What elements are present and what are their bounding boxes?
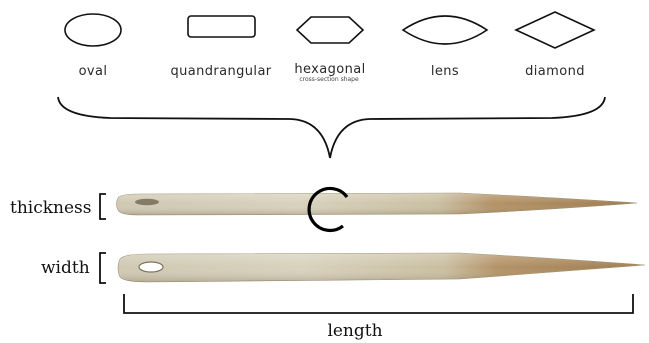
- shape-lens: lens: [403, 16, 487, 79]
- length-label: length: [327, 321, 382, 341]
- needle-eye-upper: [135, 199, 159, 205]
- shape-label-hexagonal: hexagonal: [294, 62, 365, 77]
- hexagonal-shape-icon: [297, 17, 363, 43]
- shape-label-quadrangular: quandrangular: [170, 64, 271, 79]
- width-label: width: [41, 258, 90, 278]
- diamond-shape-icon: [516, 12, 594, 48]
- thickness-bracket: [100, 194, 106, 219]
- width-bracket: [100, 253, 106, 283]
- needle-eye-lower: [139, 262, 163, 272]
- needle-top-view: [118, 253, 645, 282]
- shape-label-diamond: diamond: [525, 64, 585, 79]
- length-bracket: [124, 294, 633, 313]
- grouping-brace: [58, 97, 605, 158]
- thickness-label: thickness: [10, 198, 92, 218]
- shape-label-lens: lens: [431, 64, 459, 79]
- shape-label-oval: oval: [79, 64, 108, 79]
- quadrangular-shape-icon: [188, 16, 255, 37]
- lens-shape-icon: [403, 16, 487, 44]
- shape-diamond: diamond: [516, 12, 594, 79]
- needle-side-view: [117, 193, 638, 215]
- shape-hexagonal: hexagonal cross-section shape: [294, 17, 365, 83]
- shape-oval: oval: [65, 14, 121, 79]
- cross-section-caption: cross-section shape: [299, 76, 359, 83]
- oval-shape-icon: [65, 14, 121, 46]
- shape-quadrangular: quandrangular: [170, 16, 271, 79]
